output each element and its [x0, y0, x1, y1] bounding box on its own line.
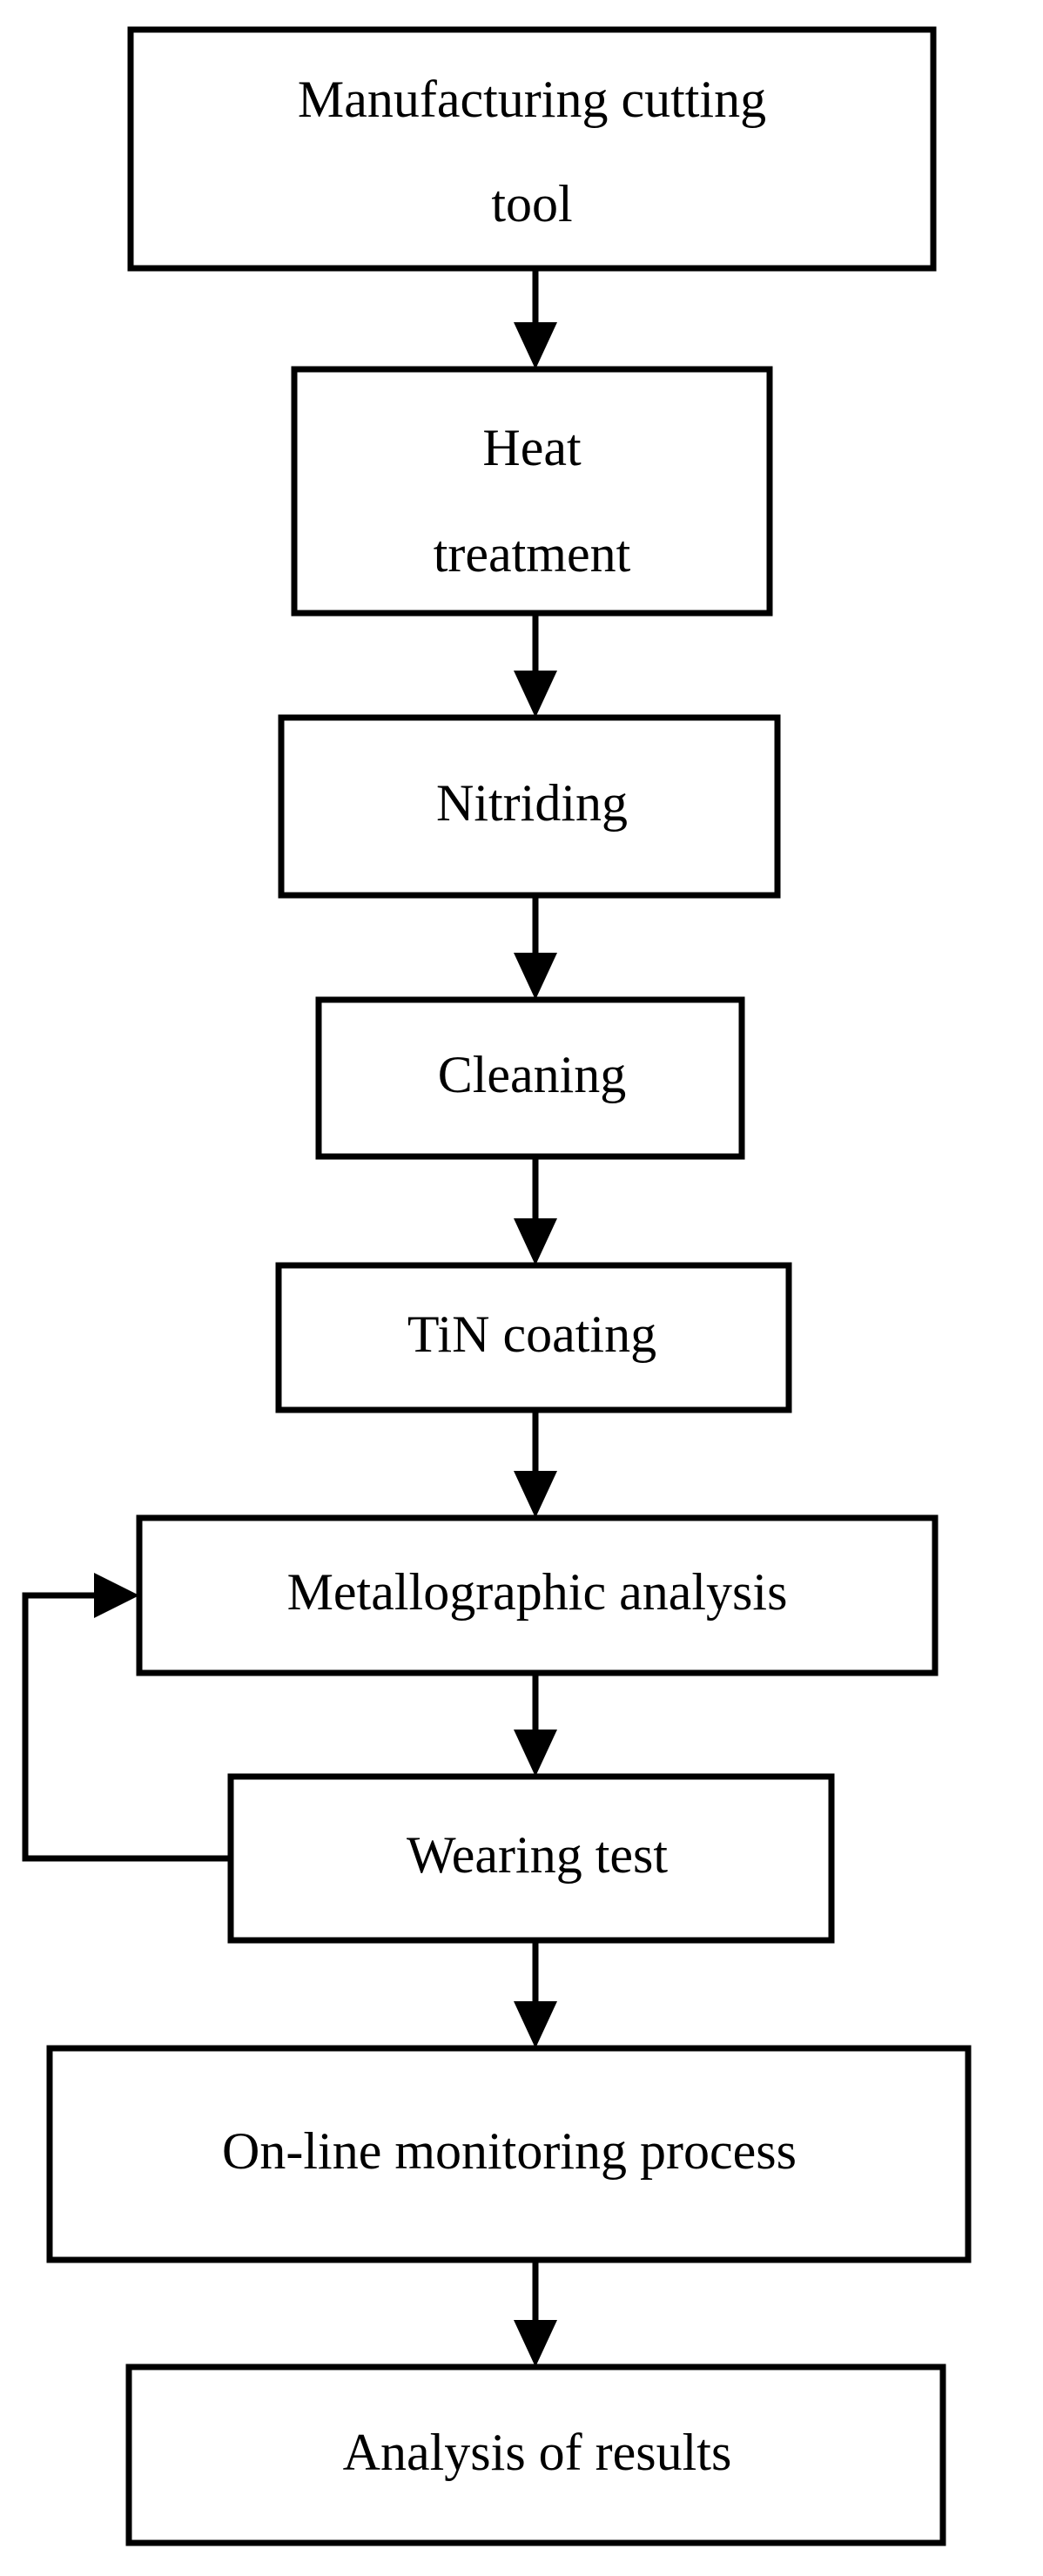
- edge-line-segment: [22, 1592, 231, 1862]
- edge-manufacturing-to-heat: [514, 268, 557, 369]
- node-cleaning[interactable]: Cleaning: [315, 996, 745, 1160]
- node-analysis-of-results[interactable]: Analysis of results: [125, 2364, 946, 2546]
- node-tin-coating[interactable]: TiN coating: [275, 1262, 792, 1413]
- node-label-line1: Heat: [482, 419, 582, 476]
- arrowhead-icon: [514, 1218, 557, 1265]
- node-label-line1: On-line monitoring process: [222, 2122, 797, 2180]
- node-label-line2: treatment: [434, 525, 631, 583]
- node-label-line1: TiN coating: [407, 1305, 656, 1363]
- node-label-line1: Cleaning: [438, 1046, 627, 1103]
- edge-heat-to-nitriding: [514, 613, 557, 718]
- edge-nitriding-to-cleaning: [514, 895, 557, 1000]
- node-box[interactable]: [291, 366, 773, 617]
- node-label-line2: tool: [491, 175, 572, 233]
- node-box[interactable]: [278, 714, 781, 899]
- node-on-line-monitoring-process[interactable]: On-line monitoring process: [46, 2045, 972, 2263]
- node-label-line1: Analysis of results: [343, 2424, 732, 2481]
- node-box[interactable]: [127, 26, 937, 272]
- node-wearing-test[interactable]: Wearing test: [227, 1773, 835, 1944]
- arrowhead-icon: [514, 1730, 557, 1777]
- arrowhead-icon: [514, 322, 557, 369]
- arrowhead-icon: [514, 1471, 557, 1518]
- node-metallographic-analysis[interactable]: Metallographic analysis: [136, 1514, 939, 1676]
- node-box[interactable]: [136, 1514, 939, 1676]
- arrowhead-icon: [514, 953, 557, 1000]
- arrowhead-icon: [514, 671, 557, 718]
- edge-wearing-feedback-to-metallographic: [22, 1573, 231, 1862]
- node-label-line1: Wearing test: [407, 1826, 668, 1884]
- edge-wearing-to-monitoring: [514, 1940, 557, 2048]
- node-box[interactable]: [227, 1773, 835, 1944]
- node-box[interactable]: [125, 2364, 946, 2546]
- arrowhead-icon: [514, 2320, 557, 2367]
- node-manufacturing-cutting-tool[interactable]: Manufacturing cutting tool: [127, 26, 937, 272]
- node-nitriding[interactable]: Nitriding: [278, 714, 781, 899]
- node-label-line1: Metallographic analysis: [287, 1563, 788, 1621]
- node-box[interactable]: [46, 2045, 972, 2263]
- edge-cleaning-to-tin: [514, 1157, 557, 1265]
- edge-monitoring-to-analysis: [514, 2260, 557, 2367]
- node-label-line1: Nitriding: [436, 774, 628, 832]
- edge-metallographic-to-wearing: [514, 1673, 557, 1777]
- node-label-line1: Manufacturing cutting: [298, 71, 766, 128]
- edge-tin-to-metallographic: [514, 1410, 557, 1518]
- arrowhead-icon: [514, 2001, 557, 2048]
- node-box[interactable]: [275, 1262, 792, 1413]
- node-box[interactable]: [315, 996, 745, 1160]
- node-heat-treatment[interactable]: Heat treatment: [291, 366, 773, 617]
- arrowhead-icon: [94, 1573, 139, 1618]
